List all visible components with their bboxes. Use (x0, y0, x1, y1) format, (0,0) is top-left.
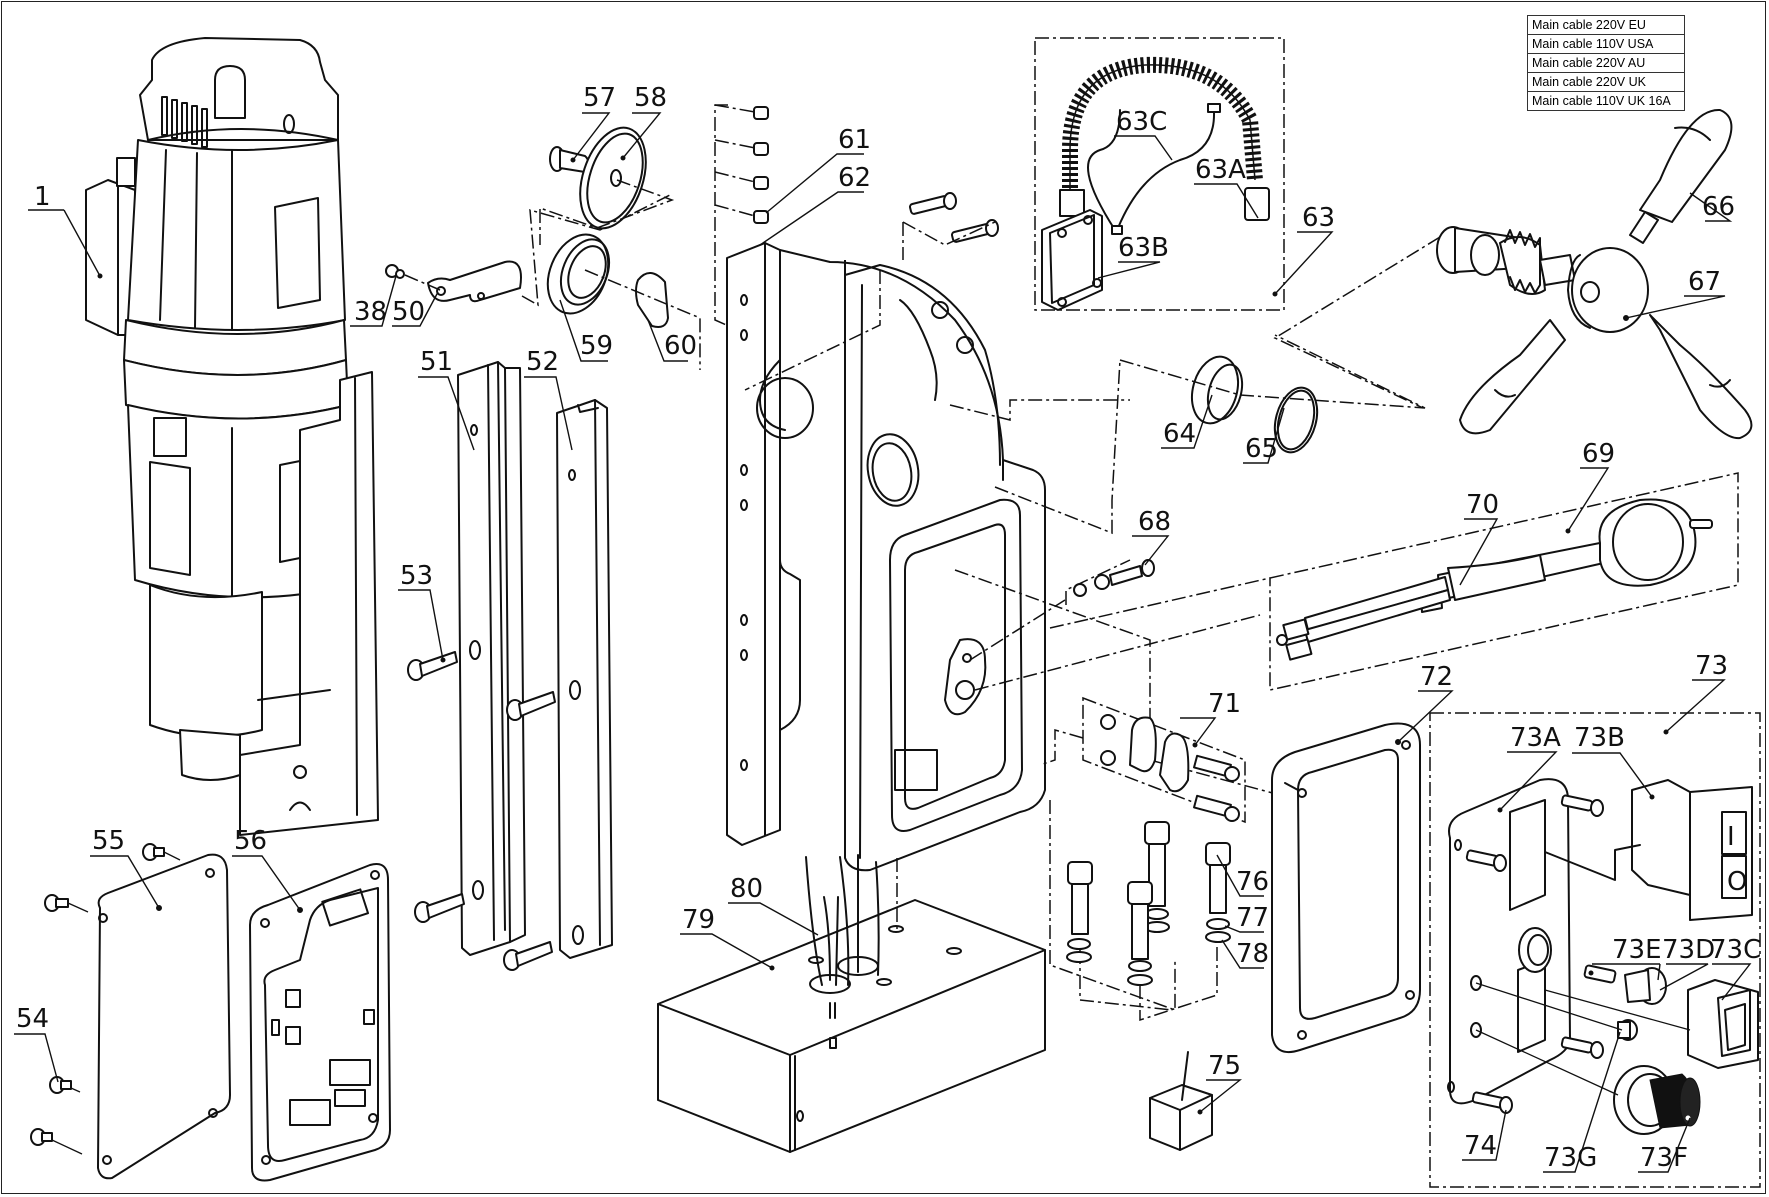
part-72-gasket-frame: 72 (1271, 662, 1454, 1054)
callout-61: 61 (838, 125, 871, 155)
callout-79: 79 (682, 905, 715, 935)
part-60-gasket: 60 (635, 272, 697, 362)
part-64-bushing: 64 (1161, 355, 1244, 449)
callout-73A: 73A (1510, 723, 1561, 753)
callout-73B: 73B (1574, 723, 1625, 753)
callout-54: 54 (16, 1004, 49, 1034)
cable-row: Main cable 220V AU (1527, 53, 1685, 73)
callout-74: 74 (1464, 1131, 1497, 1161)
callout-71: 71 (1208, 689, 1241, 719)
part-58-disc: 58 (539, 83, 675, 245)
callout-73D: 73D (1662, 935, 1715, 965)
callout-63A: 63A (1195, 155, 1246, 185)
part-67-feed-hub: 67 (1273, 226, 1726, 409)
callout-73E: 73E (1612, 935, 1662, 965)
callout-69: 69 (1582, 439, 1615, 469)
callout-64: 64 (1163, 419, 1196, 449)
callout-66: 66 (1702, 192, 1735, 222)
part-54-screws: 54 (14, 843, 181, 1155)
part-76-78-bolts: 76 77 78 (1049, 800, 1269, 1022)
callout-56: 56 (234, 826, 267, 856)
callout-73: 73 (1695, 651, 1728, 681)
part-61-set-screws: 61 (714, 104, 871, 331)
cable-row: Main cable 220V UK (1527, 72, 1685, 92)
cable-option: Main cable 220V AU (1527, 53, 1685, 73)
main-cable-table: Main cable 220V EU Main cable 110V USA M… (1527, 15, 1685, 111)
part-68-screw-set: 68 (1065, 507, 1171, 605)
part-51-rail: 51 (418, 347, 526, 956)
callout-65: 65 (1245, 434, 1278, 464)
part-65-ring: 65 (1243, 386, 1319, 464)
callout-50: 50 (392, 297, 425, 327)
part-52-rail: 52 (524, 347, 613, 959)
callout-75: 75 (1208, 1051, 1241, 1081)
cable-option: Main cable 220V EU (1527, 15, 1685, 35)
callout-63C: 63C (1116, 107, 1167, 137)
callout-77: 77 (1236, 903, 1269, 933)
part-63-conduit-assembly: 63C 63A 63B 63 (1034, 37, 1335, 311)
vent-slots (161, 96, 208, 148)
callout-70: 70 (1466, 490, 1499, 520)
part-80-wires: 80 (728, 854, 898, 986)
callout-73F: 73F (1640, 1143, 1688, 1173)
callout-78: 78 (1236, 939, 1269, 969)
callout-55: 55 (92, 826, 125, 856)
cable-row: Main cable 110V USA (1527, 34, 1685, 54)
callout-52: 52 (526, 347, 559, 377)
callout-62: 62 (838, 163, 871, 193)
cable-row: Main cable 110V UK 16A (1527, 91, 1685, 111)
part-69-power-cord: 69 70 (1049, 439, 1739, 691)
callout-53: 53 (400, 561, 433, 591)
callout-68: 68 (1138, 507, 1171, 537)
part-1-drill-motor: 1 (28, 37, 379, 836)
callout-1: 1 (34, 182, 51, 212)
part-59-seal: 59 (546, 233, 701, 370)
callout-67: 67 (1688, 267, 1721, 297)
part-53-screws: 53 (398, 561, 556, 971)
part-56-control-board: 56 (232, 826, 391, 1182)
callout-76: 76 (1236, 867, 1269, 897)
switch-on-mark: I (1727, 822, 1735, 852)
frame-top-screws (902, 192, 999, 260)
callout-58: 58 (634, 83, 667, 113)
cable-option: Main cable 110V USA (1527, 34, 1685, 54)
part-73-switch-panel: 73 73A 74 I O 73B (1429, 651, 1761, 1188)
cable-row: Main cable 220V EU (1527, 15, 1685, 35)
callout-59: 59 (580, 331, 613, 361)
switch-off-mark: O (1727, 867, 1747, 897)
callout-73G: 73G (1544, 1143, 1597, 1173)
callout-80: 80 (730, 874, 763, 904)
part-75-capacitor: 75 (1149, 1051, 1242, 1151)
callout-57: 57 (583, 83, 616, 113)
cable-option: Main cable 110V UK 16A (1527, 91, 1685, 111)
callout-63: 63 (1302, 203, 1335, 233)
part-79-magnet-base: 79 (657, 899, 1046, 1153)
callout-63B: 63B (1118, 233, 1169, 263)
callout-72: 72 (1420, 662, 1453, 692)
part-71-cable-clamp: 71 (1039, 689, 1246, 824)
part-62-base-frame: 62 (726, 163, 1046, 872)
part-38-50-clamp: 38 50 (350, 260, 522, 327)
part-55-cover: 55 (90, 826, 231, 1180)
part-57-pin: 57 (549, 83, 616, 173)
callout-51: 51 (420, 347, 453, 377)
cable-option: Main cable 220V UK (1527, 72, 1685, 92)
callout-73C: 73C (1710, 935, 1761, 965)
callout-38: 38 (354, 297, 387, 327)
part-66-handle-arms: 66 (1459, 108, 1753, 440)
callout-60: 60 (664, 331, 697, 361)
